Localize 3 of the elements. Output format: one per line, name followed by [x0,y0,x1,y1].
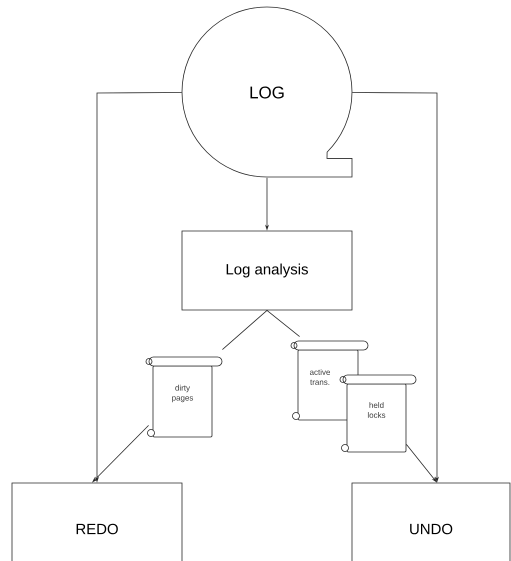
process-box: Log analysis [182,230,352,310]
process-box: UNDO [352,482,510,561]
process-box: REDO [12,482,182,561]
